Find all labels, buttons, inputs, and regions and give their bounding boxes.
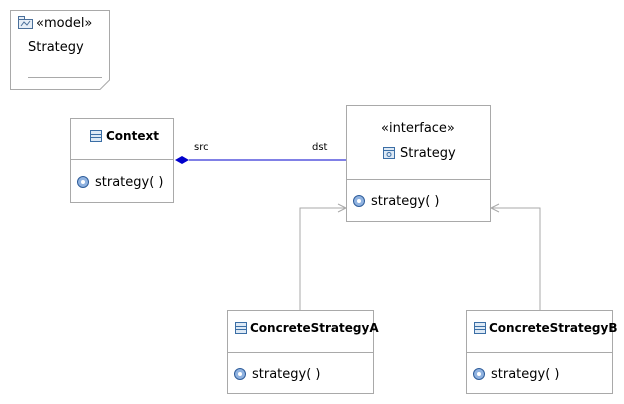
interface-icon [383, 147, 395, 159]
concrete-b-name: ConcreteStrategyB [489, 321, 618, 335]
src-role-label: src [194, 142, 209, 153]
class-icon [235, 322, 247, 334]
operation-icon [234, 368, 246, 380]
operation-icon [473, 368, 485, 380]
class-icon [90, 130, 102, 142]
generalization-line-a[interactable] [299, 207, 345, 310]
composition-diamond [175, 156, 189, 164]
context-class[interactable]: Context strategy( ) [70, 118, 174, 203]
context-name: Context [106, 129, 159, 143]
model-name: Strategy [28, 40, 84, 55]
operation-icon [77, 176, 89, 188]
concrete-strategy-b-class[interactable]: ConcreteStrategyB strategy( ) [466, 310, 617, 395]
dst-role-label: dst [312, 142, 328, 153]
operation-icon [353, 195, 365, 207]
strategy-interface[interactable]: «interface» Strategy strategy( ) [346, 105, 491, 222]
interface-operation[interactable]: strategy( ) [371, 194, 440, 209]
model-package-icon [18, 16, 33, 29]
concrete-b-operations: strategy( ) [467, 352, 612, 395]
generalization-arrow-b [489, 203, 500, 213]
model-stereotype: «model» [36, 16, 93, 31]
context-operations: strategy( ) [71, 159, 173, 204]
concrete-a-operations: strategy( ) [228, 352, 373, 395]
concrete-a-name: ConcreteStrategyA [250, 321, 379, 335]
concrete-b-operation[interactable]: strategy( ) [491, 367, 560, 382]
interface-name: Strategy [400, 146, 456, 161]
concrete-strategy-a-class[interactable]: ConcreteStrategyA strategy( ) [227, 310, 379, 395]
generalization-line-b[interactable] [492, 207, 541, 310]
class-icon [474, 322, 486, 334]
concrete-a-operation[interactable]: strategy( ) [252, 367, 321, 382]
interface-operations: strategy( ) [347, 179, 490, 223]
model-note[interactable] [10, 10, 110, 90]
context-operation[interactable]: strategy( ) [95, 175, 164, 190]
interface-stereotype: «interface» [381, 121, 455, 136]
